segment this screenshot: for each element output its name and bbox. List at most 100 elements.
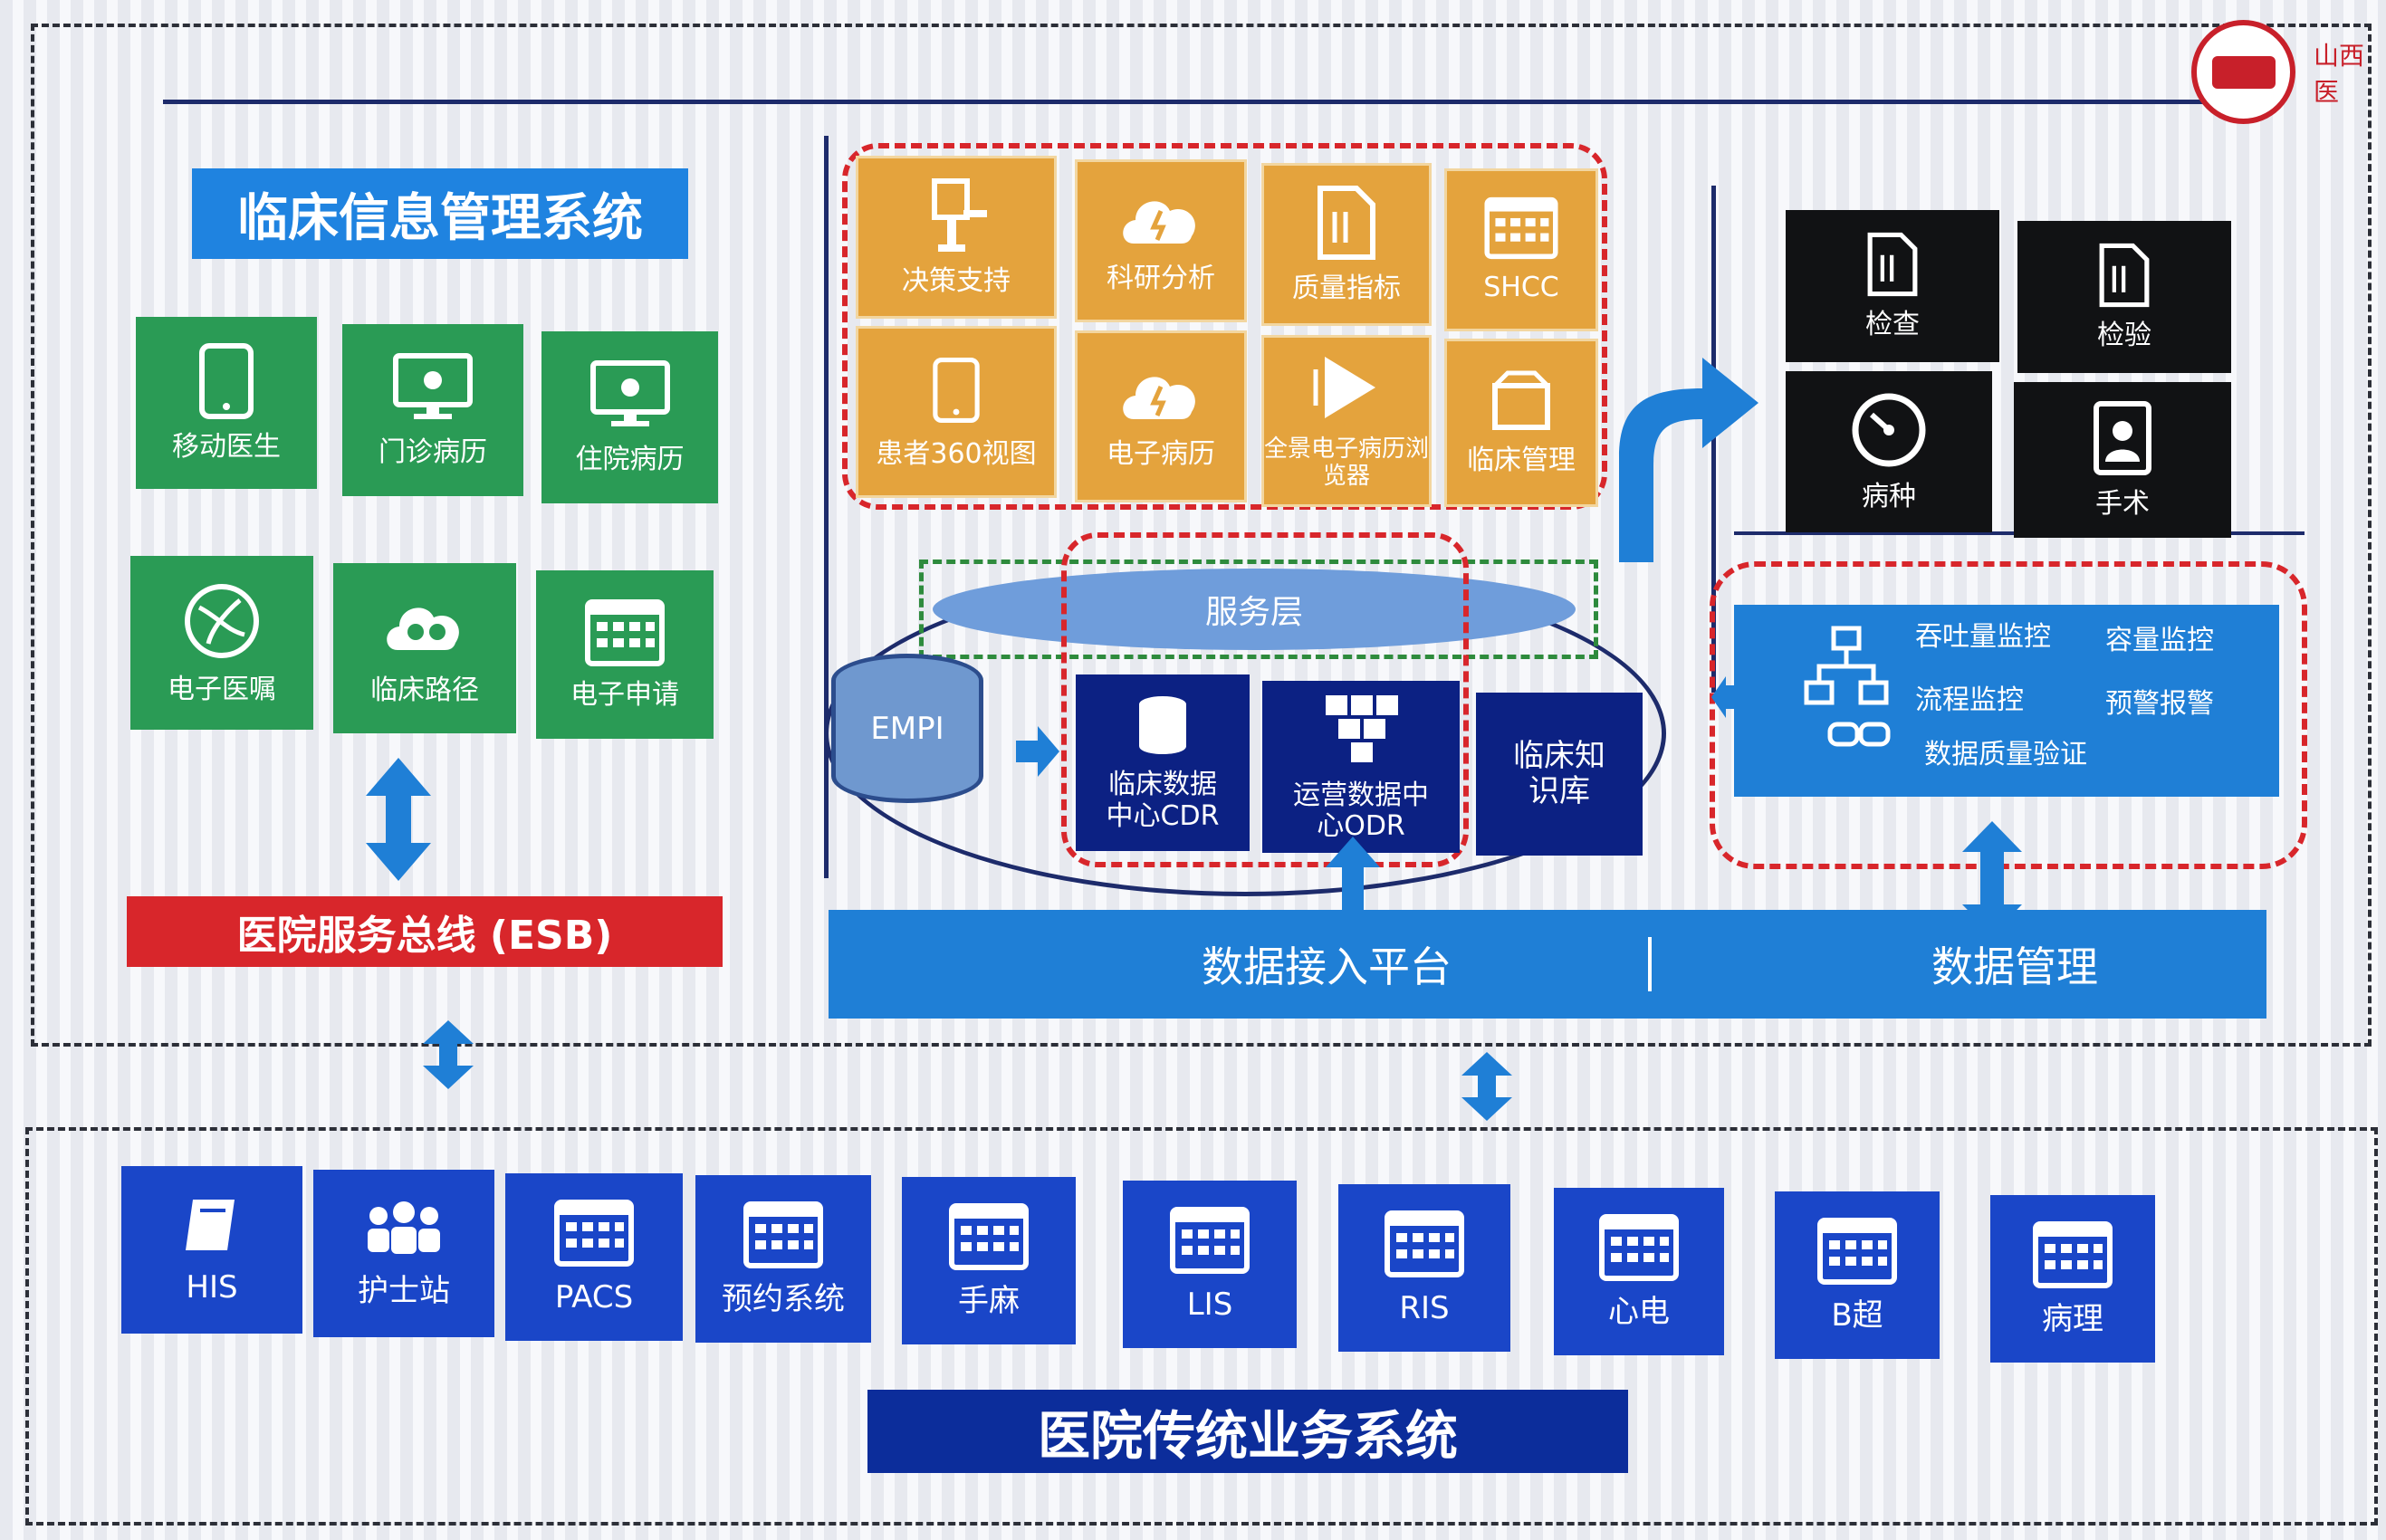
cdr-tile[interactable]: 临床数据中心CDR [1076, 674, 1250, 851]
legacy-tile-8[interactable]: B超 [1775, 1191, 1940, 1359]
tablet-icon [933, 357, 980, 423]
legacy-tile-6[interactable]: RIS [1338, 1184, 1510, 1352]
legacy-tile-4[interactable]: 手麻 [902, 1177, 1076, 1344]
monitor-item-0: 吞吐量监控 [1915, 621, 2051, 653]
clinical-tile-label: 住院病历 [575, 443, 685, 475]
legacy-tile-label: LIS [1186, 1286, 1233, 1323]
clinical-tile-1[interactable]: 门诊病历 [342, 324, 523, 496]
right-tile-label: 检查 [1865, 308, 1920, 340]
clinical-tile-label: 临床路径 [370, 674, 479, 706]
knowledge-label: 临床知识库 [1513, 737, 1605, 809]
play-icon [1313, 357, 1375, 419]
clinical-tile-3[interactable]: 电子医嘱 [130, 556, 313, 730]
calendar-icon [1484, 196, 1558, 259]
legacy-tile-5[interactable]: LIS [1123, 1181, 1297, 1348]
monitor-icon [589, 359, 670, 426]
legacy-tile-0[interactable]: HIS [121, 1166, 302, 1334]
knowledge-tile[interactable]: 临床知识库 [1476, 693, 1643, 856]
app-tile-5[interactable]: 电子病历 [1075, 330, 1247, 502]
cloud-gear-icon [387, 607, 459, 650]
monitor-item-4: 数据质量验证 [1924, 739, 2087, 770]
platform-bar: 数据接入平台 数据管理 [829, 910, 2266, 1019]
cubes-icon [1326, 694, 1398, 762]
lower-frame [25, 1127, 2378, 1526]
people-icon [368, 1200, 440, 1254]
empi-database[interactable]: EMPI [831, 654, 983, 803]
legacy-tile-9[interactable]: 病理 [1990, 1195, 2155, 1363]
app-tile-1[interactable]: 科研分析 [1075, 159, 1247, 322]
tablet-icon [199, 342, 254, 419]
cloud-icon [1123, 201, 1195, 244]
clinical-tile-4[interactable]: 临床路径 [333, 563, 516, 733]
gauge-icon [1852, 393, 1926, 467]
app-tile-label: 决策支持 [902, 264, 1011, 297]
app-tile-2[interactable]: 质量指标 [1261, 163, 1432, 326]
legacy-tile-label: 护士站 [358, 1272, 450, 1309]
right-tile-label: 检验 [2097, 319, 2151, 351]
monitor-item-2: 流程监控 [1915, 684, 2024, 716]
calendar-icon [554, 1199, 634, 1267]
clinical-tile-0[interactable]: 移动医生 [136, 317, 317, 489]
legacy-tile-label: B超 [1831, 1296, 1883, 1334]
app-tile-3[interactable]: SHCC [1444, 168, 1598, 331]
legacy-tile-7[interactable]: 心电 [1554, 1188, 1724, 1355]
app-tile-6[interactable]: 全景电子病历浏览器 [1261, 335, 1432, 507]
app-tile-label: 患者360视图 [876, 437, 1037, 470]
document-icon [2099, 243, 2150, 307]
calendar-icon [585, 598, 665, 666]
legacy-tile-1[interactable]: 护士站 [313, 1170, 494, 1337]
arrow-up-icon [1326, 837, 1380, 916]
ingest-label: 数据接入平台 [829, 910, 1825, 1019]
calendar-icon [2033, 1220, 2113, 1288]
double-arrow-icon [423, 1020, 474, 1089]
app-tile-label: SHCC [1483, 271, 1559, 303]
curved-arrow-icon [1619, 358, 1758, 562]
legacy-tile-label: 病理 [2042, 1300, 2103, 1337]
legacy-tile-2[interactable]: PACS [505, 1173, 683, 1341]
legacy-title: 医院传统业务系统 [867, 1390, 1628, 1473]
right-tile-2[interactable]: 病种 [1786, 371, 1992, 532]
ingest-text: 数据接入平台 [1202, 942, 1452, 991]
clinical-tile-label: 电子医嘱 [168, 673, 276, 705]
monitoring-panel: 吞吐量监控 容量监控 流程监控 预警报警 数据质量验证 [1734, 605, 2279, 797]
monitor-icon [393, 352, 473, 419]
network-icon [1804, 626, 1891, 747]
arrow-right-icon [1016, 726, 1059, 777]
legacy-tile-label: 手麻 [958, 1282, 1020, 1319]
clinical-tile-label: 门诊病历 [379, 435, 487, 468]
legacy-tile-3[interactable]: 预约系统 [695, 1175, 871, 1343]
logo-seal-icon [2211, 55, 2276, 89]
codr-tile[interactable]: 运营数据中心ODR [1262, 681, 1460, 853]
right-rule [1711, 186, 1716, 693]
double-arrow-icon [1461, 1052, 1512, 1121]
right-tile-3[interactable]: 手术 [2014, 382, 2231, 538]
right-tile-label: 手术 [2095, 487, 2150, 520]
clinical-tile-5[interactable]: 电子申请 [536, 570, 714, 739]
calendar-icon [949, 1202, 1029, 1270]
clinical-tile-2[interactable]: 住院病历 [541, 331, 718, 503]
right-tile-1[interactable]: 检验 [2017, 221, 2231, 373]
app-tile-7[interactable]: 临床管理 [1444, 339, 1598, 507]
manage-label: 数据管理 [1825, 910, 2205, 1019]
globe-icon [185, 583, 259, 658]
applications-group [842, 143, 1607, 510]
calendar-icon [1599, 1213, 1679, 1281]
legacy-tile-label: 预约系统 [722, 1280, 845, 1317]
app-tile-4[interactable]: 患者360视图 [856, 326, 1057, 498]
clinical-tile-label: 移动医生 [172, 430, 281, 463]
app-tile-0[interactable]: 决策支持 [856, 156, 1057, 319]
clinical-system-title: 临床信息管理系统 [192, 168, 688, 259]
calendar-icon [1170, 1206, 1250, 1274]
logo [2191, 20, 2295, 124]
robot-icon [932, 177, 987, 252]
service-layer-label: 服务层 [1204, 594, 1303, 631]
right-tile-0[interactable]: 检查 [1786, 210, 1999, 362]
app-tile-label: 临床管理 [1467, 444, 1576, 476]
mid-rule [824, 136, 829, 878]
app-tile-label: 电子病历 [1107, 437, 1215, 470]
monitor-item-1: 容量监控 [2105, 625, 2214, 656]
box-icon [1492, 370, 1550, 430]
manage-text: 数据管理 [1931, 942, 2098, 991]
cloud-icon [1123, 377, 1195, 419]
esb-bar: 医院服务总线 (ESB) [127, 896, 723, 967]
